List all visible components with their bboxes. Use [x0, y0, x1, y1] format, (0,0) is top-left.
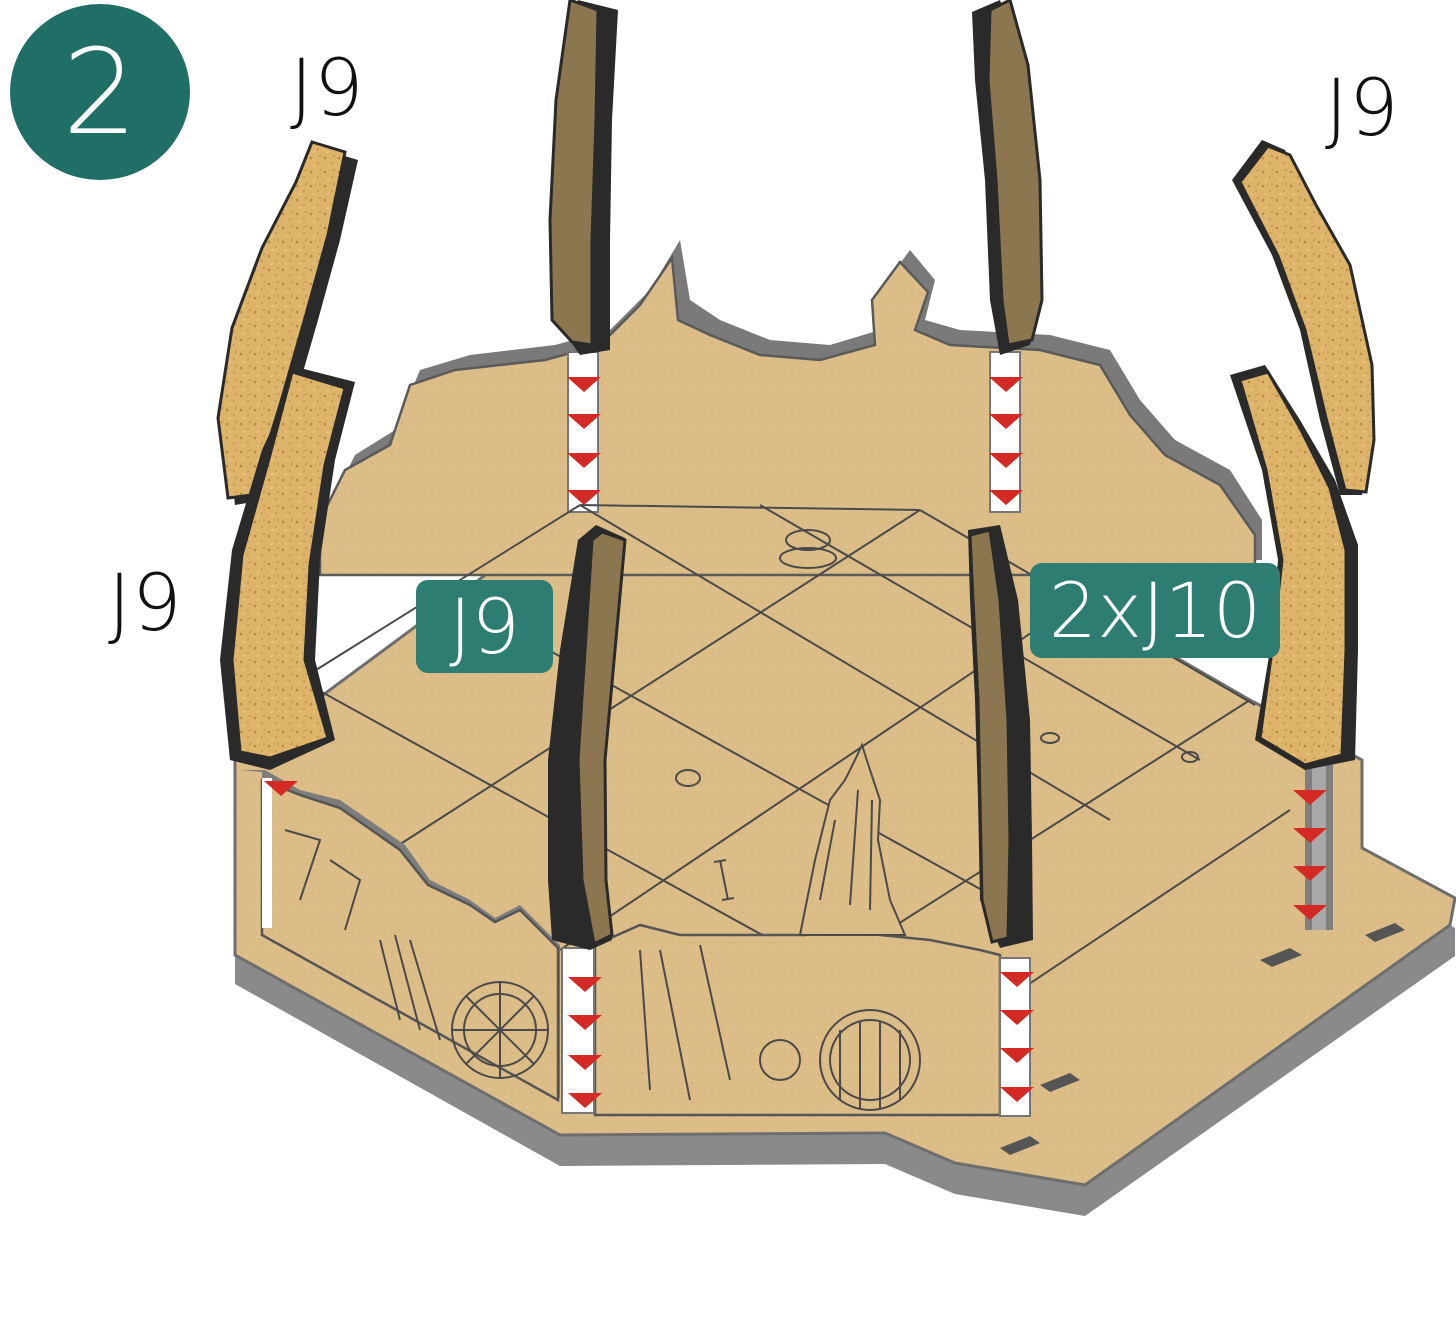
step-number-badge: 2 [10, 4, 190, 180]
label-left: J9 [108, 565, 183, 643]
step-number: 2 [62, 33, 137, 151]
tag-front-right: 2xJ10 [1030, 563, 1280, 658]
wood-piece-top-right [972, 0, 1042, 355]
back-wall [320, 240, 1262, 575]
right-base-post [1305, 760, 1333, 930]
wood-piece-top-left [550, 0, 618, 355]
tag-front-right-text: 2xJ10 [1049, 573, 1261, 649]
label-top-left: J9 [290, 50, 365, 128]
tag-front-left: J9 [416, 580, 553, 673]
label-top-right: J9 [1325, 70, 1400, 148]
tag-front-left-text: J9 [449, 589, 520, 665]
